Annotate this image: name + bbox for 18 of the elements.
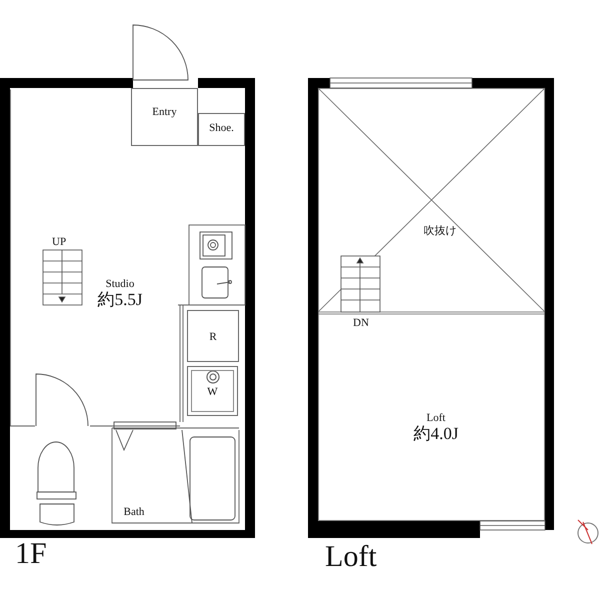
room-label: Entry — [152, 107, 177, 119]
floor-label: Loft — [325, 540, 377, 574]
stair-label: UP — [52, 236, 66, 248]
room-label: Shoe. — [209, 123, 234, 135]
room-label: R — [209, 332, 217, 344]
area-label: 約5.5J — [98, 290, 142, 309]
floor-label: 1F — [15, 537, 47, 571]
room-outline — [187, 366, 238, 416]
room-label: 吹抜け — [424, 226, 456, 238]
room-outline — [187, 310, 239, 362]
room-label: Studio — [106, 279, 134, 291]
room-outline — [198, 113, 245, 146]
room-label: Loft — [426, 413, 446, 425]
room-label: Bath — [124, 507, 144, 519]
room-label: W — [207, 387, 218, 399]
room-outline — [131, 88, 198, 146]
stair-label: DN — [353, 317, 369, 329]
area-label: 約4.0J — [414, 424, 458, 443]
